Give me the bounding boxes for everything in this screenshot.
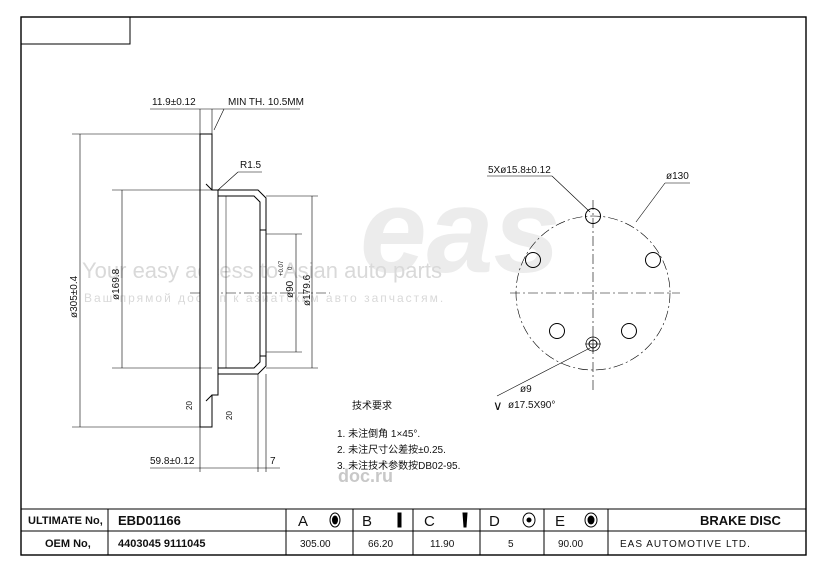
dim-step: 7 [270,456,276,467]
col-e-value: 90.00 [558,539,583,550]
dim-min-thickness: MIN TH. 10.5MM [228,97,304,108]
countersink-symbol: ∨ [493,398,503,413]
bolt-hole [525,252,541,268]
col-a-letter: A [298,513,308,530]
note-item: 2. 未注尺寸公差按±0.25. [337,443,446,456]
note-item: 1. 未注倒角 1×45°. [337,427,420,440]
oem-value: 4403045 9111045 [118,538,206,550]
technical-notes: 技术要求 1. 未注倒角 1×45°. 2. 未注尺寸公差按±0.25. 3. … [337,399,460,486]
dim-bolt-holes: 5Xø15.8±0.12 [488,165,551,176]
disc-profile-icon [397,512,402,528]
ultimate-label: ULTIMATE No, [28,515,103,527]
watermark: eas Your easy access to Asian auto parts… [82,164,560,305]
section-view [190,133,330,428]
dim-chamfer-2: 20 [225,411,234,420]
dim-chamfer-1: 20 [185,401,194,410]
col-d-value: 5 [508,539,514,550]
dim-center-bore-tol-lower: 0 [288,266,294,270]
dim-center-bore-tol-upper: +0.07 [279,260,285,276]
watermark-slogan-ru: Ваш прямой доступ к азиатским авто запча… [84,291,445,305]
oem-label: OEM No, [45,538,91,550]
col-c-value: 11.90 [430,539,455,550]
bolt-hole [621,323,637,339]
watermark-slogan-en: Your easy access to Asian auto parts [82,258,442,283]
corner-box [20,16,131,45]
dim-outer-diameter: ø305±0.4 [69,275,80,318]
dim-height: 59.8±0.12 [150,456,195,467]
dim-pcd: ø130 [666,171,689,182]
dim-center-bore: ø90 [285,280,296,298]
ultimate-value: EBD01166 [118,513,181,528]
col-d-letter: D [489,513,500,530]
dim-countersink: ø17.5X90° [508,400,555,411]
title-block [21,508,806,555]
col-b-letter: B [362,513,372,530]
bolt-hole [645,252,661,268]
title-block-icons [329,512,598,528]
col-c-letter: C [424,513,435,530]
title-block-texts: ULTIMATE No, EBD01166 OEM No, 4403045 91… [28,513,782,550]
disc-thickness-icon [462,512,468,528]
disc-bolt-icon-dot [526,517,532,523]
bolt-hole [585,208,601,224]
dim-thickness: 11.9±0.12 [152,97,196,108]
col-e-letter: E [555,513,565,530]
watermark-site: doc.ru [338,466,393,486]
col-b-value: 66.20 [368,539,393,550]
col-a-value: 305.00 [300,539,331,550]
disc-bore-icon-inner [587,515,595,525]
note-item: 3. 未注技术参数按DB02-95. [337,459,460,472]
dim-169: ø169.8 [111,268,122,300]
part-name: BRAKE DISC [700,513,782,528]
bolt-hole [549,323,565,339]
dim-179: ø179.6 [302,274,313,306]
dimension-texts: 11.9±0.12 MIN TH. 10.5MM R1.5 ø305±0.4 ø… [69,97,313,467]
manufacturer: EAS AUTOMOTIVE LTD. [620,539,751,550]
dimension-lines [72,108,318,472]
dim-radius: R1.5 [240,160,262,171]
front-view-texts: 5Xø15.8±0.12 ø130 ø9 ∨ ø17.5X90° [488,165,689,413]
front-view [487,175,690,397]
watermark-logo: eas [360,164,560,298]
dim-small-hole: ø9 [520,384,532,395]
notes-title: 技术要求 [352,399,392,412]
disc-front-icon-inner [332,515,338,525]
